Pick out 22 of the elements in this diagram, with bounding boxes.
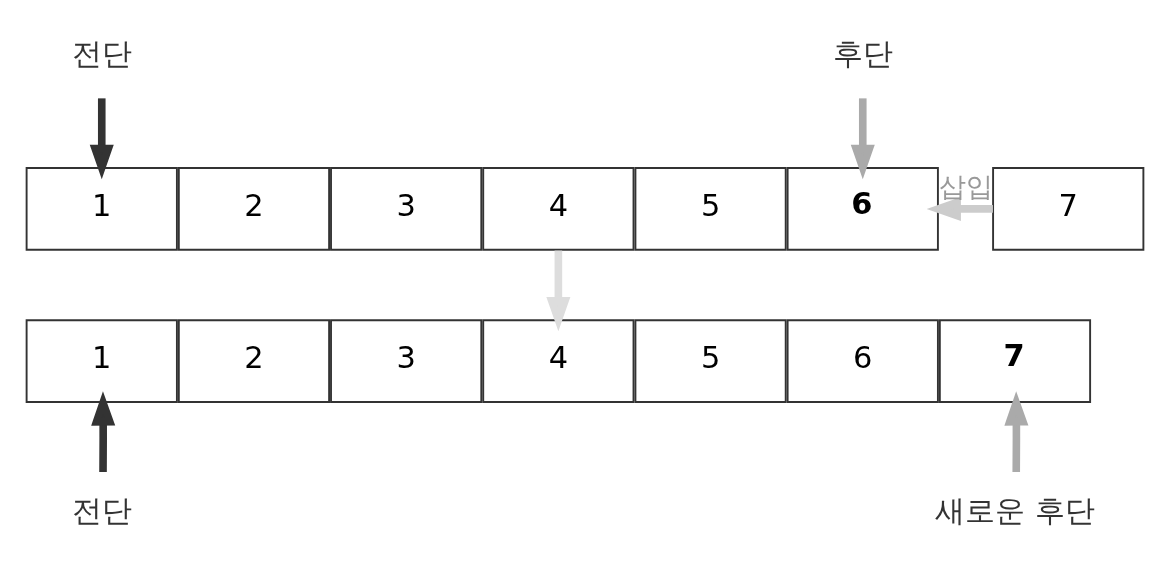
- node-box: 5: [633, 319, 787, 403]
- node-box: 6: [786, 319, 939, 403]
- node-box: 4: [481, 167, 634, 251]
- node-box: 4: [481, 319, 634, 403]
- arrow: [1003, 391, 1028, 473]
- node-box: 3: [329, 319, 482, 403]
- node-box: 5: [633, 167, 787, 251]
- node-box: 6: [786, 167, 939, 251]
- arrow: [545, 250, 570, 332]
- node-box: 2: [177, 167, 330, 251]
- edge-label: 삽입: [938, 170, 992, 202]
- node-box: 1: [25, 167, 178, 251]
- node-box: 7: [991, 167, 1144, 251]
- node-text: 전단: [71, 35, 132, 71]
- node-text: 새로운 후단: [934, 492, 1095, 528]
- node-text: 후단: [832, 35, 893, 71]
- node-box: 3: [329, 167, 482, 251]
- node-text: 전단: [71, 492, 132, 528]
- node-box: 7: [938, 319, 1091, 403]
- node-box: 2: [177, 319, 330, 403]
- arrow: [90, 391, 115, 473]
- node-box: 1: [25, 319, 178, 403]
